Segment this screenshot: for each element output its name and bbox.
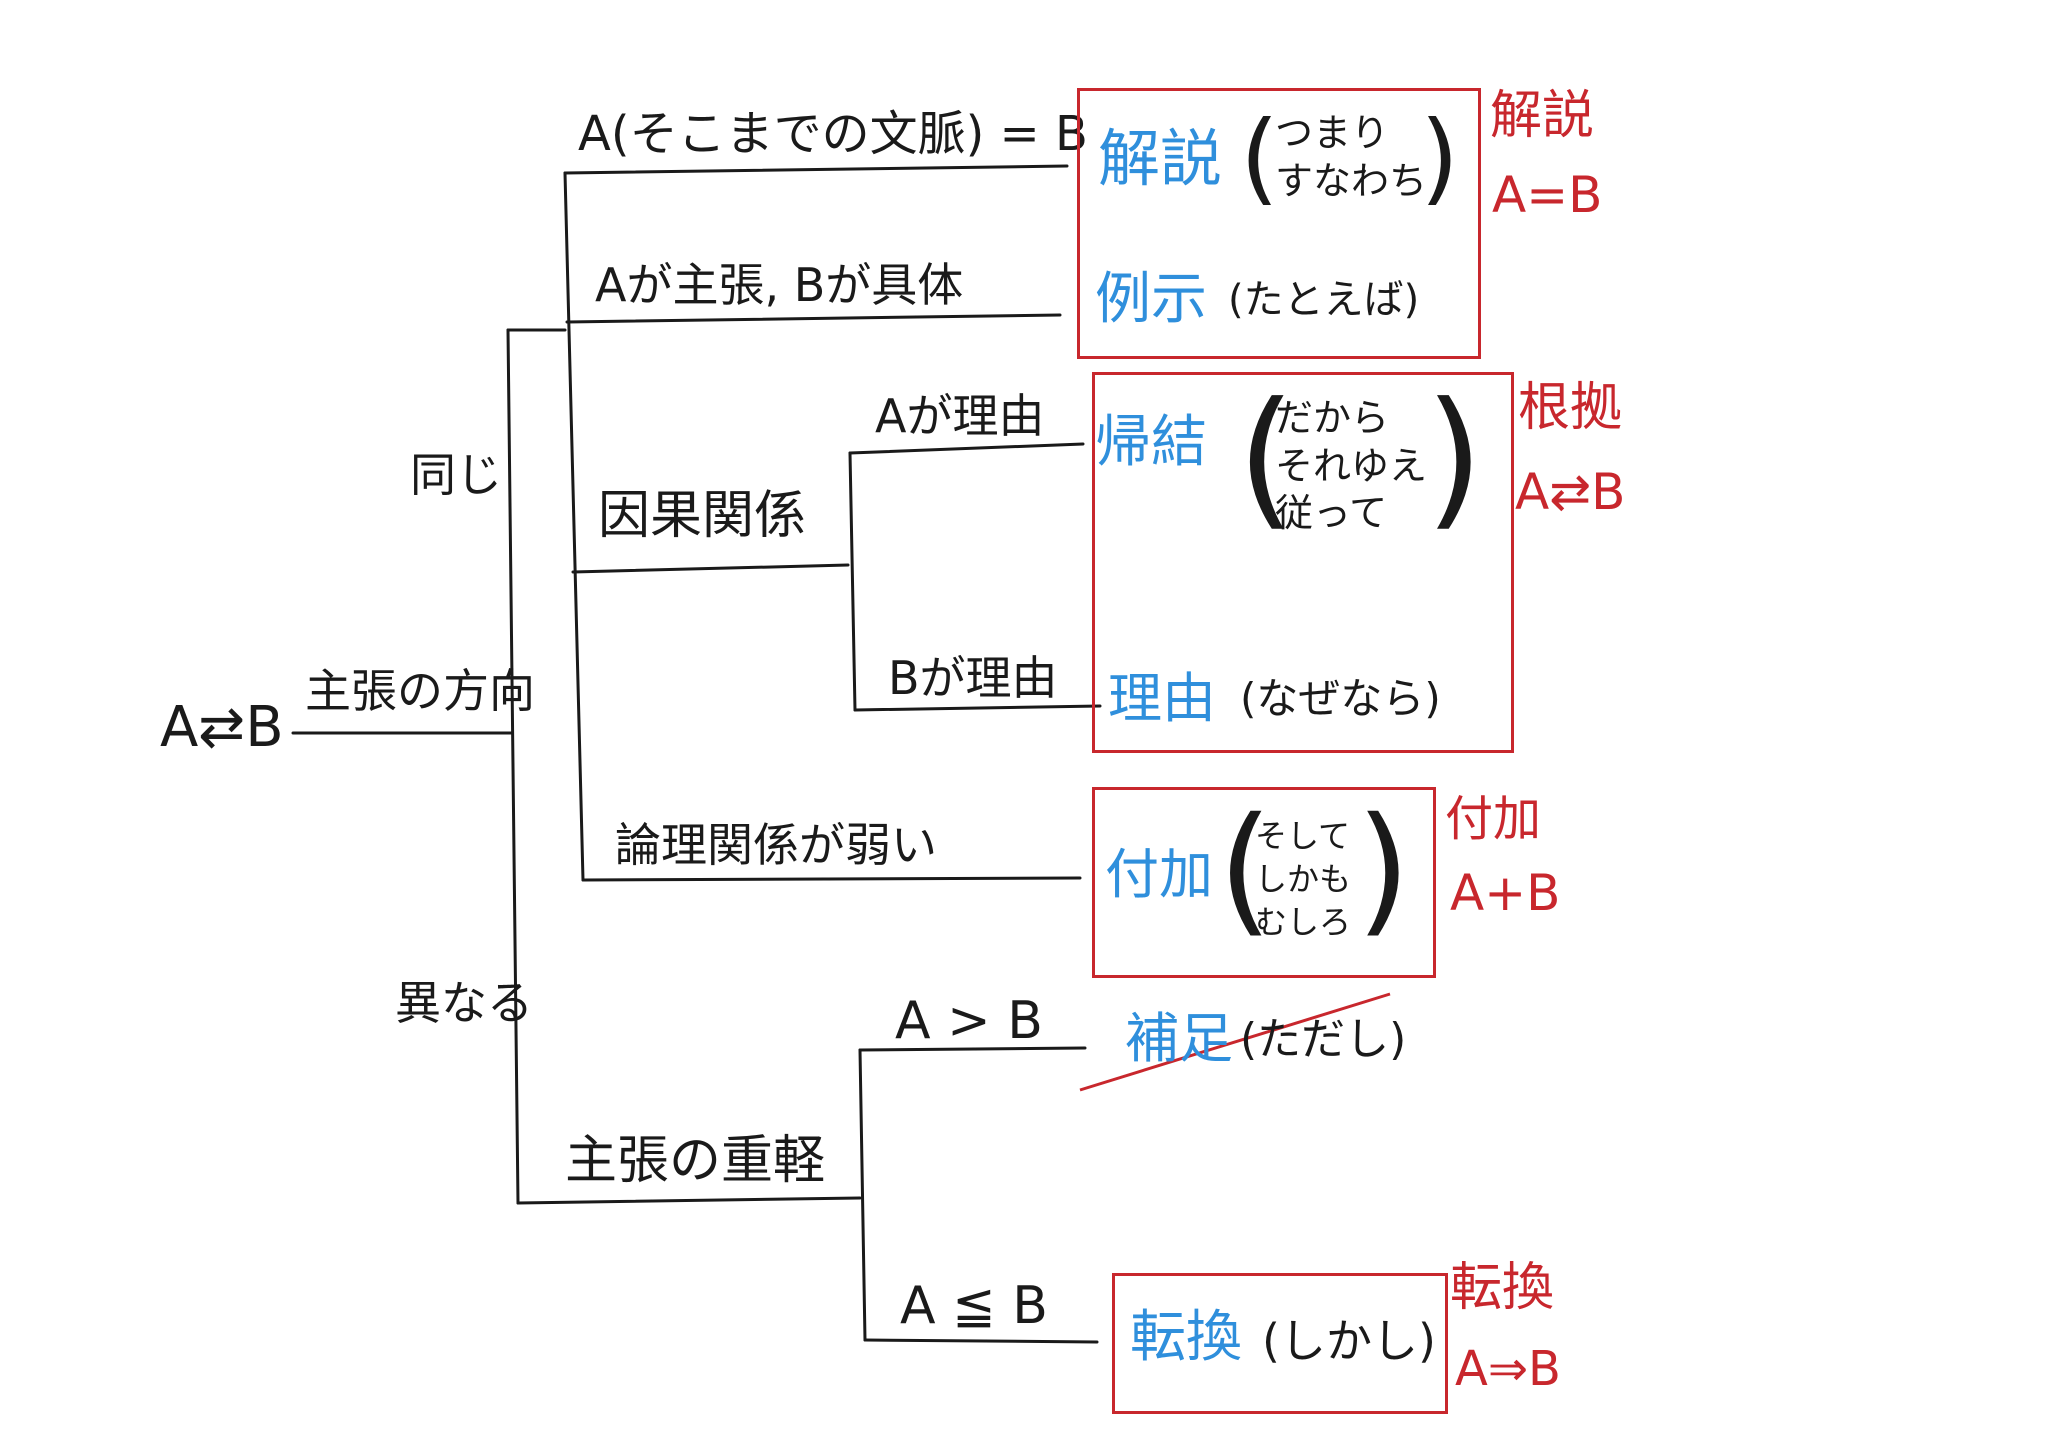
item1-label: A(そこまでの文脈) = B xyxy=(578,106,1088,162)
riyu-words: (なぜなら) xyxy=(1240,674,1441,723)
anno-tenkan-formula: A⇒B xyxy=(1455,1341,1561,1397)
anno-konkyo-title: 根拠 xyxy=(1518,378,1623,438)
tenkan-words: (しかし) xyxy=(1262,1314,1436,1368)
fuka-word-2: しかも xyxy=(1255,860,1352,899)
branch1-label: 主張の方向 xyxy=(305,664,535,718)
strike-line xyxy=(1079,992,1391,1092)
anno-tenkan-title: 転換 xyxy=(1450,1258,1555,1318)
fuka-word-3: むしろ xyxy=(1255,903,1352,942)
different-line xyxy=(516,1196,862,1205)
kiketsu-word-1: だから xyxy=(1275,396,1390,440)
causal-sub1-line xyxy=(848,442,1085,455)
reiji-words: (たとえば) xyxy=(1228,277,1420,323)
kaisetsu-open-paren: ( xyxy=(1240,99,1280,216)
result-reiji-name: 例示 xyxy=(1095,267,1207,332)
result-riyu-name: 理由 xyxy=(1108,667,1216,730)
result-kiketsu-name: 帰結 xyxy=(1095,410,1207,475)
box-kiketsu-riyu xyxy=(1092,372,1514,753)
kiketsu-word-3: 従って xyxy=(1275,491,1388,535)
causal-label: 因果関係 xyxy=(598,486,807,546)
causal-sub2-label: Bが理由 xyxy=(888,651,1058,705)
kaisetsu-words: つまり すなわち xyxy=(1275,110,1427,205)
anno-kaisetsu-title: 解説 xyxy=(1490,86,1595,146)
box-fuka xyxy=(1092,787,1436,978)
anno-fuka-title: 付加 xyxy=(1445,791,1542,847)
item4-label: 論理関係が弱い xyxy=(615,818,937,872)
different-label: 異なる xyxy=(395,976,533,1030)
item2-line xyxy=(565,313,1062,324)
anno-fuka-formula: A+B xyxy=(1450,864,1561,922)
causal-sub2-line xyxy=(853,704,1102,712)
item2-label: Aが主張, Bが具体 xyxy=(595,258,964,312)
box-kaisetsu-reiji xyxy=(1077,88,1481,359)
weight-sub1-label: A > B xyxy=(895,991,1043,1051)
result-kaisetsu-name: 解説 xyxy=(1098,122,1223,195)
main-trunk xyxy=(506,328,520,1205)
fuka-open-paren: ( xyxy=(1218,788,1273,951)
box-tenkan xyxy=(1112,1273,1448,1414)
weight-sub2-line xyxy=(863,1338,1099,1344)
kiketsu-word-2: それゆえ xyxy=(1275,443,1428,488)
item4-line xyxy=(581,876,1082,882)
result-hosoku-name: 補足 xyxy=(1125,1007,1233,1070)
result-fuka-name: 付加 xyxy=(1105,843,1213,906)
kaisetsu-close-paren: ) xyxy=(1420,99,1460,216)
fuka-close-paren: ) xyxy=(1356,788,1411,951)
same-label: 同じ xyxy=(410,448,502,502)
causal-sub1-label: Aが理由 xyxy=(875,389,1045,443)
anno-konkyo-formula: A⇄B xyxy=(1515,463,1626,521)
kiketsu-close-paren: ) xyxy=(1425,371,1484,545)
item1-line xyxy=(563,164,1069,175)
weight-trunk xyxy=(858,1048,867,1342)
kiketsu-open-paren: ( xyxy=(1237,371,1296,545)
causal-line xyxy=(571,563,850,574)
kaisetsu-word-2: すなわち xyxy=(1275,158,1428,203)
fuka-word-1: そして xyxy=(1255,817,1351,855)
kiketsu-words: だから それゆえ 従って xyxy=(1275,395,1427,538)
causal-trunk xyxy=(848,451,857,712)
weight-label: 主張の重軽 xyxy=(565,1131,826,1191)
weight-sub1-line xyxy=(858,1046,1087,1052)
root-label: A⇄B xyxy=(160,695,284,760)
same-trunk xyxy=(563,171,585,882)
result-tenkan-name: 転換 xyxy=(1130,1305,1242,1370)
fuka-words: そして しかも むしろ xyxy=(1255,815,1351,945)
weight-sub2-label: A ≦ B xyxy=(900,1276,1048,1336)
hosoku-words: (ただし) xyxy=(1240,1014,1407,1065)
anno-kaisetsu-formula: A=B xyxy=(1492,166,1603,224)
kaisetsu-word-1: つまり xyxy=(1275,111,1390,155)
